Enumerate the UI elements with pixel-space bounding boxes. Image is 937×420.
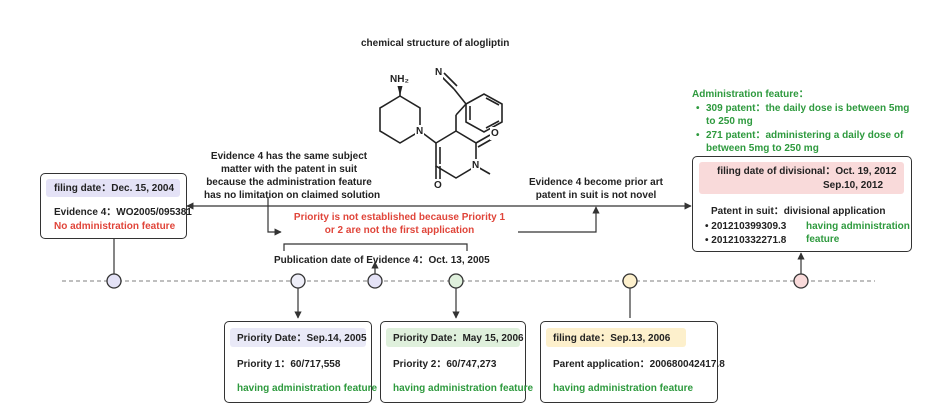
carbonyl-o-bottom-label: O <box>433 179 443 192</box>
node-publication <box>367 273 383 289</box>
publication-date-label: Publication date of Evidence 4：Oct. 13, … <box>274 255 490 266</box>
alogliptin-structure <box>379 72 503 181</box>
evidence4-box: filing date：Dec. 15, 2004 Evidence 4：WO2… <box>40 173 192 239</box>
admin-feature-heading: Administration feature： <box>692 89 809 100</box>
node-priority1 <box>290 273 306 289</box>
arrow-prior-art <box>518 206 600 233</box>
priority2-box: Priority Date：May 15, 2006 Priority 2：60… <box>380 321 533 403</box>
divisional-feature: having administration feature <box>806 221 910 245</box>
amine-label: NH₂ <box>389 73 410 86</box>
divisional-item: • 201210332271.8 <box>705 235 787 246</box>
priority1-box: Priority Date：Sep.14, 2005 Priority 1：60… <box>224 321 377 403</box>
priority1-label: Priority 1：60/717,558 <box>237 359 341 370</box>
divisional-item: • 201210399309.3 <box>705 221 787 232</box>
pyrimidine-n-label: N <box>471 159 481 172</box>
publication-bracket <box>283 243 468 251</box>
priority1-date: Priority Date：Sep.14, 2005 <box>237 333 367 344</box>
node-divisional <box>793 273 809 289</box>
stereo-wedge <box>397 84 403 96</box>
parent-feature: having administration feature <box>553 383 694 394</box>
admin-feature-block: Administration feature： • 309 patent：the… <box>692 88 922 155</box>
same-subject-note: Evidence 4 has the same subject matter w… <box>204 151 381 201</box>
priority2-label: Priority 2：60/747,273 <box>393 359 497 370</box>
divisional-filing-date-2: Sep.10, 2012 <box>823 180 884 191</box>
piperidine-n-label: N <box>415 125 425 138</box>
prior-art-note: Evidence 4 become prior art patent in su… <box>529 177 663 201</box>
parent-label: Parent application：200680042417.8 <box>553 359 725 370</box>
priority-not-established-note: Priority is not established because Prio… <box>293 212 506 236</box>
admin-feature-item: • 271 patent：administering a daily dose … <box>696 130 904 154</box>
node-evidence4 <box>106 273 122 289</box>
priority1-feature: having administration feature <box>237 383 378 394</box>
carbonyl-o-top-label: O <box>490 127 500 140</box>
node-parent <box>622 273 638 289</box>
divisional-filing-date: filing date of divisional：Oct. 19, 2012 <box>717 166 897 177</box>
divisional-title: Patent in suit：divisional application <box>711 206 886 217</box>
priority2-date: Priority Date：May 15, 2006 <box>393 333 524 344</box>
evidence4-filing-date: filing date：Dec. 15, 2004 <box>54 183 175 194</box>
node-priority2 <box>448 273 464 289</box>
parent-box: filing date：Sep.13, 2006 Parent applicat… <box>540 321 725 403</box>
admin-feature-item: • 309 patent：the daily dose is between 5… <box>696 103 910 127</box>
parent-filing-date: filing date：Sep.13, 2006 <box>553 333 671 344</box>
priority2-feature: having administration feature <box>393 383 534 394</box>
evidence4-note: No administration feature <box>54 221 176 232</box>
evidence4-number: Evidence 4：WO2005/095381 <box>54 207 192 218</box>
arrow-same-subject <box>267 197 282 236</box>
chart-title: chemical structure of alogliptin <box>361 38 510 49</box>
divisional-box: filing date of divisional：Oct. 19, 2012 … <box>692 156 912 252</box>
nitrile-n-label: N <box>434 66 444 79</box>
